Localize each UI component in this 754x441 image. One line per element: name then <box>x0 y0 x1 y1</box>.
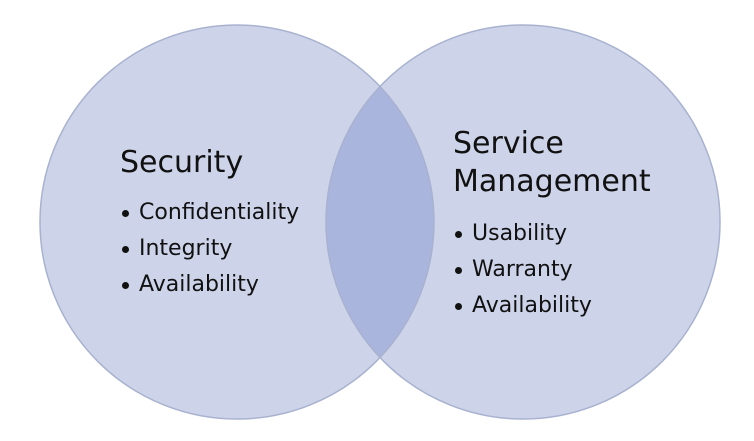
set-label-service-management: Service Management <box>453 125 651 201</box>
item-label: Integrity <box>139 236 233 261</box>
item-label: Warranty <box>472 257 573 282</box>
item-label: Usability <box>472 221 567 246</box>
bullet-icon <box>122 210 129 217</box>
set-circle-service-management-outline <box>325 24 721 420</box>
list-item: Warranty <box>455 252 592 288</box>
bullet-icon <box>122 282 129 289</box>
set-circle-service-management <box>326 25 720 419</box>
set-label-line: Management <box>453 164 651 199</box>
set-circle-security-outline <box>39 24 435 420</box>
bullet-icon <box>455 267 462 274</box>
item-list-service-management: Usability Warranty Availability <box>455 216 592 324</box>
bullet-icon <box>455 303 462 310</box>
set-label-security: Security <box>120 144 243 182</box>
item-label: Availability <box>472 293 592 318</box>
list-item: Confidentiality <box>122 195 299 231</box>
set-label-line: Security <box>120 145 244 180</box>
item-label: Confidentiality <box>139 200 300 225</box>
list-item: Availability <box>455 288 592 324</box>
item-label: Availability <box>139 272 259 297</box>
set-label-line: Service <box>453 126 564 161</box>
list-item: Usability <box>455 216 592 252</box>
bullet-icon <box>122 246 129 253</box>
list-item: Availability <box>122 267 299 303</box>
set-circle-security <box>40 25 434 419</box>
item-list-security: Confidentiality Integrity Availability <box>122 195 299 303</box>
list-item: Integrity <box>122 231 299 267</box>
bullet-icon <box>455 231 462 238</box>
